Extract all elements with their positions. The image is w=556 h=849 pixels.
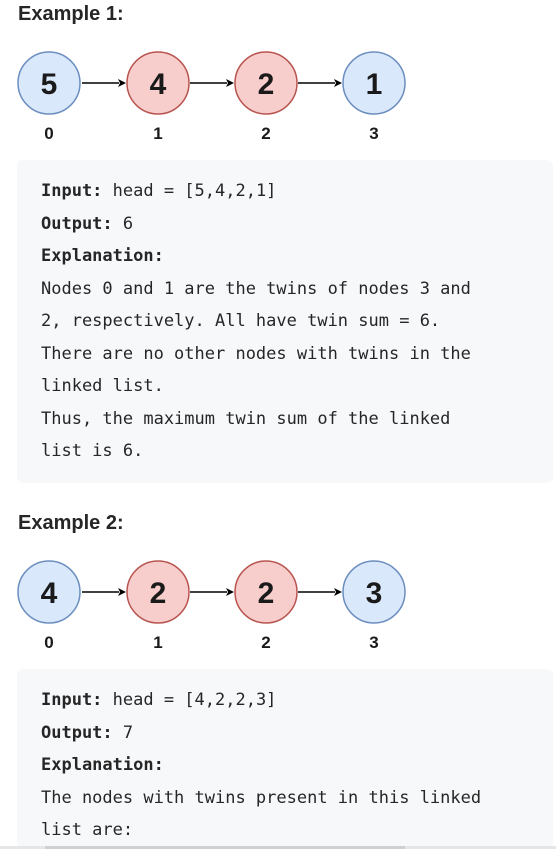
node-value: 2 [258, 577, 275, 610]
arrow [82, 79, 126, 87]
input-label: Input: [41, 690, 103, 710]
linked-list-svg: 4 0 2 1 2 2 3 3 [17, 560, 406, 652]
explanation-line: list are: [41, 820, 134, 840]
arrow [298, 588, 342, 596]
node-index: 3 [369, 633, 378, 652]
example-title: Example 2: [18, 512, 124, 534]
node-value: 2 [258, 68, 275, 101]
node-value: 3 [366, 577, 383, 610]
list-node: 2 1 [126, 560, 190, 652]
node-value: 1 [366, 68, 383, 101]
explanation-line: There are no other nodes with twins in t… [41, 344, 471, 364]
example-title: Example 1: [18, 3, 124, 25]
node-index: 0 [44, 633, 53, 652]
list-node: 4 0 [17, 560, 81, 652]
input-value: head = [4,2,2,3] [102, 690, 277, 710]
list-node: 5 0 [17, 51, 81, 143]
explanation-line: 2, respectively. All have twin sum = 6. [41, 311, 441, 331]
example-code-block: Input: head = [5,4,2,1] Output: 6 Explan… [17, 160, 553, 483]
explanation-label: Explanation: [41, 246, 164, 266]
arrow [190, 79, 234, 87]
horizontal-scrollbar[interactable] [0, 846, 556, 849]
arrow [190, 588, 234, 596]
input-line: Input: head = [4,2,2,3] [41, 690, 276, 710]
node-value: 2 [150, 577, 167, 610]
input-line: Input: head = [5,4,2,1] [41, 181, 276, 201]
list-node: 4 1 [126, 51, 190, 143]
explanation-line: linked list. [41, 376, 164, 396]
linked-list-svg: 5 0 4 1 2 2 1 3 [17, 51, 406, 143]
linked-list-diagram: 5 0 4 1 2 2 1 3 [0, 50, 556, 150]
explanation-line: Nodes 0 and 1 are the twins of nodes 3 a… [41, 279, 471, 299]
node-value: 4 [41, 577, 58, 610]
output-value: 6 [112, 214, 134, 234]
node-index: 2 [261, 124, 270, 143]
explanation-line: The nodes with twins present in this lin… [41, 788, 482, 808]
node-value: 4 [150, 68, 167, 101]
example-code-block: Input: head = [4,2,2,3] Output: 7 Explan… [17, 669, 553, 849]
linked-list-diagram: 4 0 2 1 2 2 3 3 [0, 559, 556, 659]
output-line: Output: 7 [41, 723, 133, 743]
arrow [298, 79, 342, 87]
node-index: 1 [153, 124, 162, 143]
output-label: Output: [41, 723, 113, 743]
explanation-label: Explanation: [41, 755, 164, 775]
list-node: 2 2 [234, 560, 298, 652]
arrow [82, 588, 126, 596]
node-index: 0 [44, 124, 53, 143]
input-label: Input: [41, 181, 103, 201]
node-index: 1 [153, 633, 162, 652]
list-node: 2 2 [234, 51, 298, 143]
explanation-line: list is 6. [41, 441, 144, 461]
node-value: 5 [41, 68, 58, 101]
output-value: 7 [112, 723, 134, 743]
output-line: Output: 6 [41, 214, 133, 234]
output-label: Output: [41, 214, 113, 234]
explanation-line: Thus, the maximum twin sum of the linked [41, 409, 451, 429]
scrollbar-thumb[interactable] [45, 846, 405, 849]
input-value: head = [5,4,2,1] [102, 181, 277, 201]
node-index: 3 [369, 124, 378, 143]
node-index: 2 [261, 633, 270, 652]
list-node: 1 3 [342, 51, 406, 143]
list-node: 3 3 [342, 560, 406, 652]
